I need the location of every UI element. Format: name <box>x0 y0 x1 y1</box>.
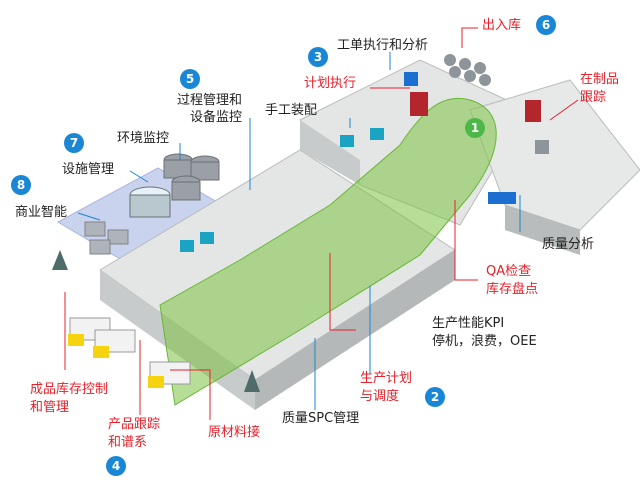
label-plan-execution: 计划执行 <box>304 76 357 91</box>
label-raw-material: 原材料接 <box>208 425 261 440</box>
material-flow-path <box>159 98 497 406</box>
label-wip-tracking-2: 跟踪 <box>580 90 607 105</box>
badge-5: 5 <box>180 69 200 89</box>
storage-tanks <box>163 153 220 201</box>
label-work-order: 工单执行和分析 <box>337 38 429 53</box>
badge-3: 3 <box>308 47 328 67</box>
back-building-left-wall <box>300 120 360 185</box>
label-kpi-2: 停机，浪费，OEE <box>432 334 537 349</box>
callout-lines <box>64 27 579 420</box>
label-traceability-1: 产品跟踪 <box>108 417 161 432</box>
delivery-trucks <box>68 317 191 388</box>
badge-2: 2 <box>425 387 445 407</box>
back-building-right-wall <box>505 205 580 255</box>
outbound-stock <box>444 54 491 86</box>
badge-6: 6 <box>536 15 556 35</box>
label-finished-goods-1: 成品库存控制 <box>30 382 109 397</box>
badge-7: 7 <box>64 133 84 153</box>
facility-units <box>84 221 129 255</box>
label-prod-planning-1: 生产计划 <box>360 371 413 386</box>
label-qa-check-1: QA检查 <box>486 264 532 279</box>
label-inbound-outbound: 出入库 <box>482 18 522 33</box>
label-traceability-2: 和谱系 <box>108 435 148 450</box>
label-quality-analysis: 质量分析 <box>542 237 595 252</box>
label-wip-tracking-1: 在制品 <box>580 72 620 87</box>
back-building-right-floor <box>469 79 640 231</box>
trees <box>52 250 260 392</box>
label-kpi-1: 生产性能KPI <box>432 316 505 331</box>
label-qa-check-2: 库存盘点 <box>486 282 539 297</box>
label-process-mgmt-1: 过程管理和 <box>177 93 243 108</box>
label-finished-goods-2: 和管理 <box>30 400 70 415</box>
label-facility-mgmt: 设施管理 <box>62 162 115 177</box>
production-machines <box>180 72 549 252</box>
badge-8: 8 <box>11 175 31 195</box>
label-business-intel: 商业智能 <box>15 205 68 220</box>
label-quality-spc: 质量SPC管理 <box>282 411 360 426</box>
label-env-monitoring: 环境监控 <box>117 131 170 146</box>
label-prod-planning-2: 与调度 <box>360 389 400 404</box>
badge-1: 1 <box>465 118 485 138</box>
label-process-mgmt-2: 设备监控 <box>190 110 243 125</box>
badge-4: 4 <box>106 456 126 476</box>
label-manual-assembly: 手工装配 <box>265 103 318 118</box>
